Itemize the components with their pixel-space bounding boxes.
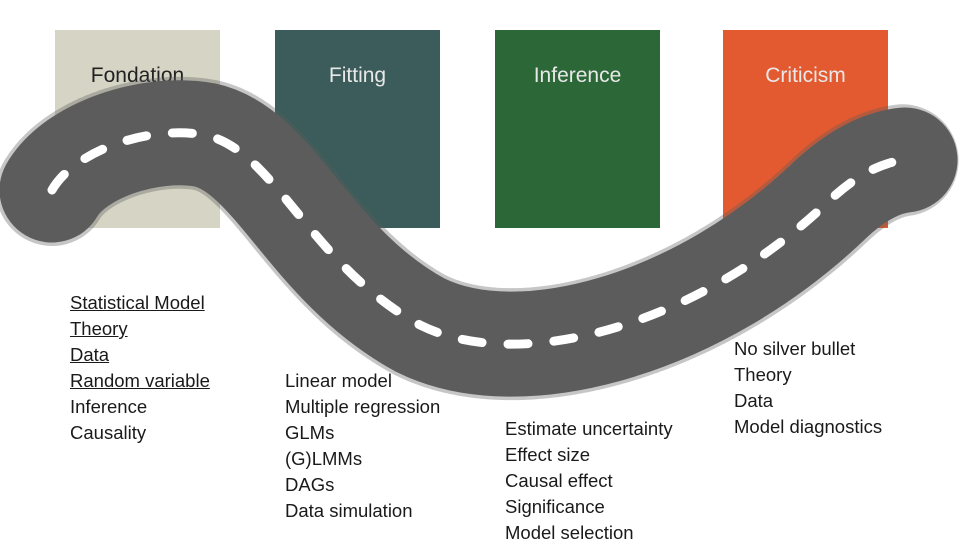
list-item: Inference [70, 396, 148, 417]
list-item: Model diagnostics [734, 416, 883, 437]
list-item: Causality [70, 422, 147, 443]
list-item: No silver bullet [734, 338, 856, 359]
list-item: Causal effect [505, 470, 613, 491]
stage-title-criticism: Criticism [765, 64, 846, 87]
list-item: Model selection [505, 522, 634, 543]
list-item[interactable]: Theory [70, 318, 128, 339]
stage-title-fitting: Fitting [328, 64, 387, 87]
stage-title-inference: Inference [533, 64, 622, 87]
list-item: Effect size [505, 444, 591, 465]
list-item[interactable]: Random variable [70, 370, 210, 391]
list-item: Data [734, 390, 774, 411]
list-item: Significance [505, 496, 605, 517]
list-item: Multiple regression [285, 396, 441, 417]
list-item[interactable]: Data [70, 344, 110, 365]
list-item: Data simulation [285, 500, 413, 521]
road-center-dashes [47, 128, 910, 349]
stage-box-inference: Inference [495, 30, 660, 228]
list-item: GLMs [285, 422, 335, 443]
list-item[interactable]: Statistical Model [70, 292, 205, 313]
list-item: DAGs [285, 474, 335, 495]
list-item: Linear model [285, 370, 392, 391]
list-item: (G)LMMs [285, 448, 363, 469]
list-item: Estimate uncertainty [505, 418, 673, 439]
list-item: Theory [734, 364, 792, 385]
